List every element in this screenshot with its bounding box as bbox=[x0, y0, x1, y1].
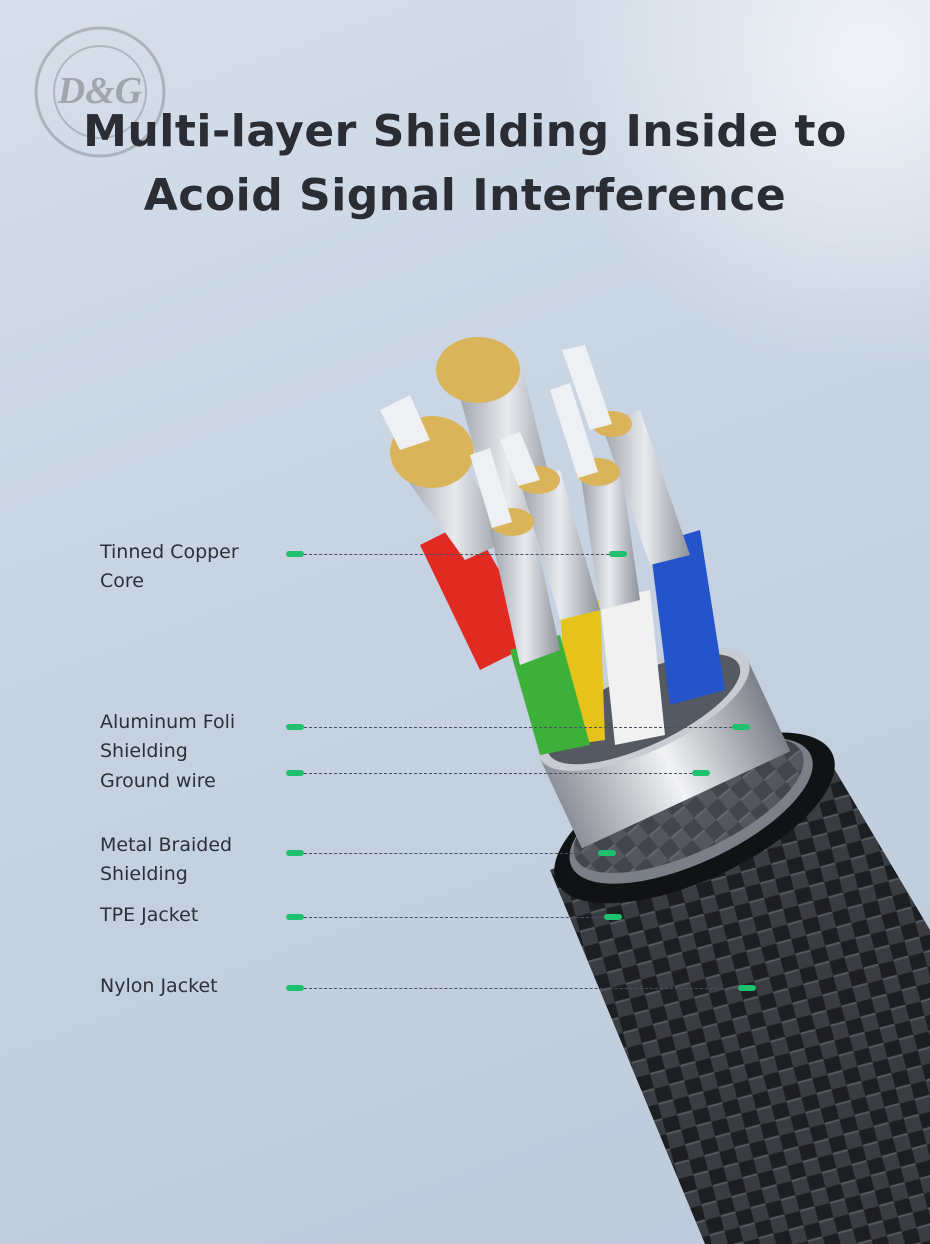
callout-dot bbox=[609, 551, 627, 557]
callout-dot bbox=[732, 724, 750, 730]
label-aluminum-foil-shielding: Aluminum Foli Shielding bbox=[100, 711, 236, 762]
callout-line bbox=[304, 853, 598, 854]
callout-line bbox=[304, 727, 732, 728]
callout-line bbox=[304, 773, 692, 774]
callout-dot bbox=[286, 770, 304, 776]
callout-dot bbox=[286, 724, 304, 730]
callout-line bbox=[304, 917, 604, 918]
callout-dot bbox=[286, 914, 304, 920]
callout-dot bbox=[286, 551, 304, 557]
callout-dot bbox=[738, 985, 756, 991]
callout-dot bbox=[598, 850, 616, 856]
label-nylon-jacket: Nylon Jacket bbox=[100, 975, 218, 997]
page-title: Multi-layer Shielding Inside to Acoid Si… bbox=[0, 100, 930, 228]
label-ground-wire: Ground wire bbox=[100, 770, 216, 792]
callout-line bbox=[304, 988, 738, 989]
title-line-1: Multi-layer Shielding Inside to bbox=[83, 106, 847, 157]
label-tinned-copper-core: Tinned Copper Core bbox=[100, 541, 239, 592]
label-tpe-jacket: TPE Jacket bbox=[100, 904, 199, 926]
callout-dot bbox=[286, 985, 304, 991]
callout-dot bbox=[692, 770, 710, 776]
callout-dot bbox=[604, 914, 622, 920]
label-metal-braided-shielding: Metal Braided Shielding bbox=[100, 834, 233, 885]
aluminum-foil-shape bbox=[539, 660, 791, 849]
dg-logo-watermark: D&G bbox=[34, 26, 166, 158]
callout-dot bbox=[286, 850, 304, 856]
copper-core-end bbox=[436, 337, 520, 403]
title-line-2: Acoid Signal Interference bbox=[143, 170, 787, 221]
svg-text:D&G: D&G bbox=[57, 70, 143, 112]
callout-line bbox=[304, 554, 609, 555]
light-glow bbox=[530, 0, 930, 400]
